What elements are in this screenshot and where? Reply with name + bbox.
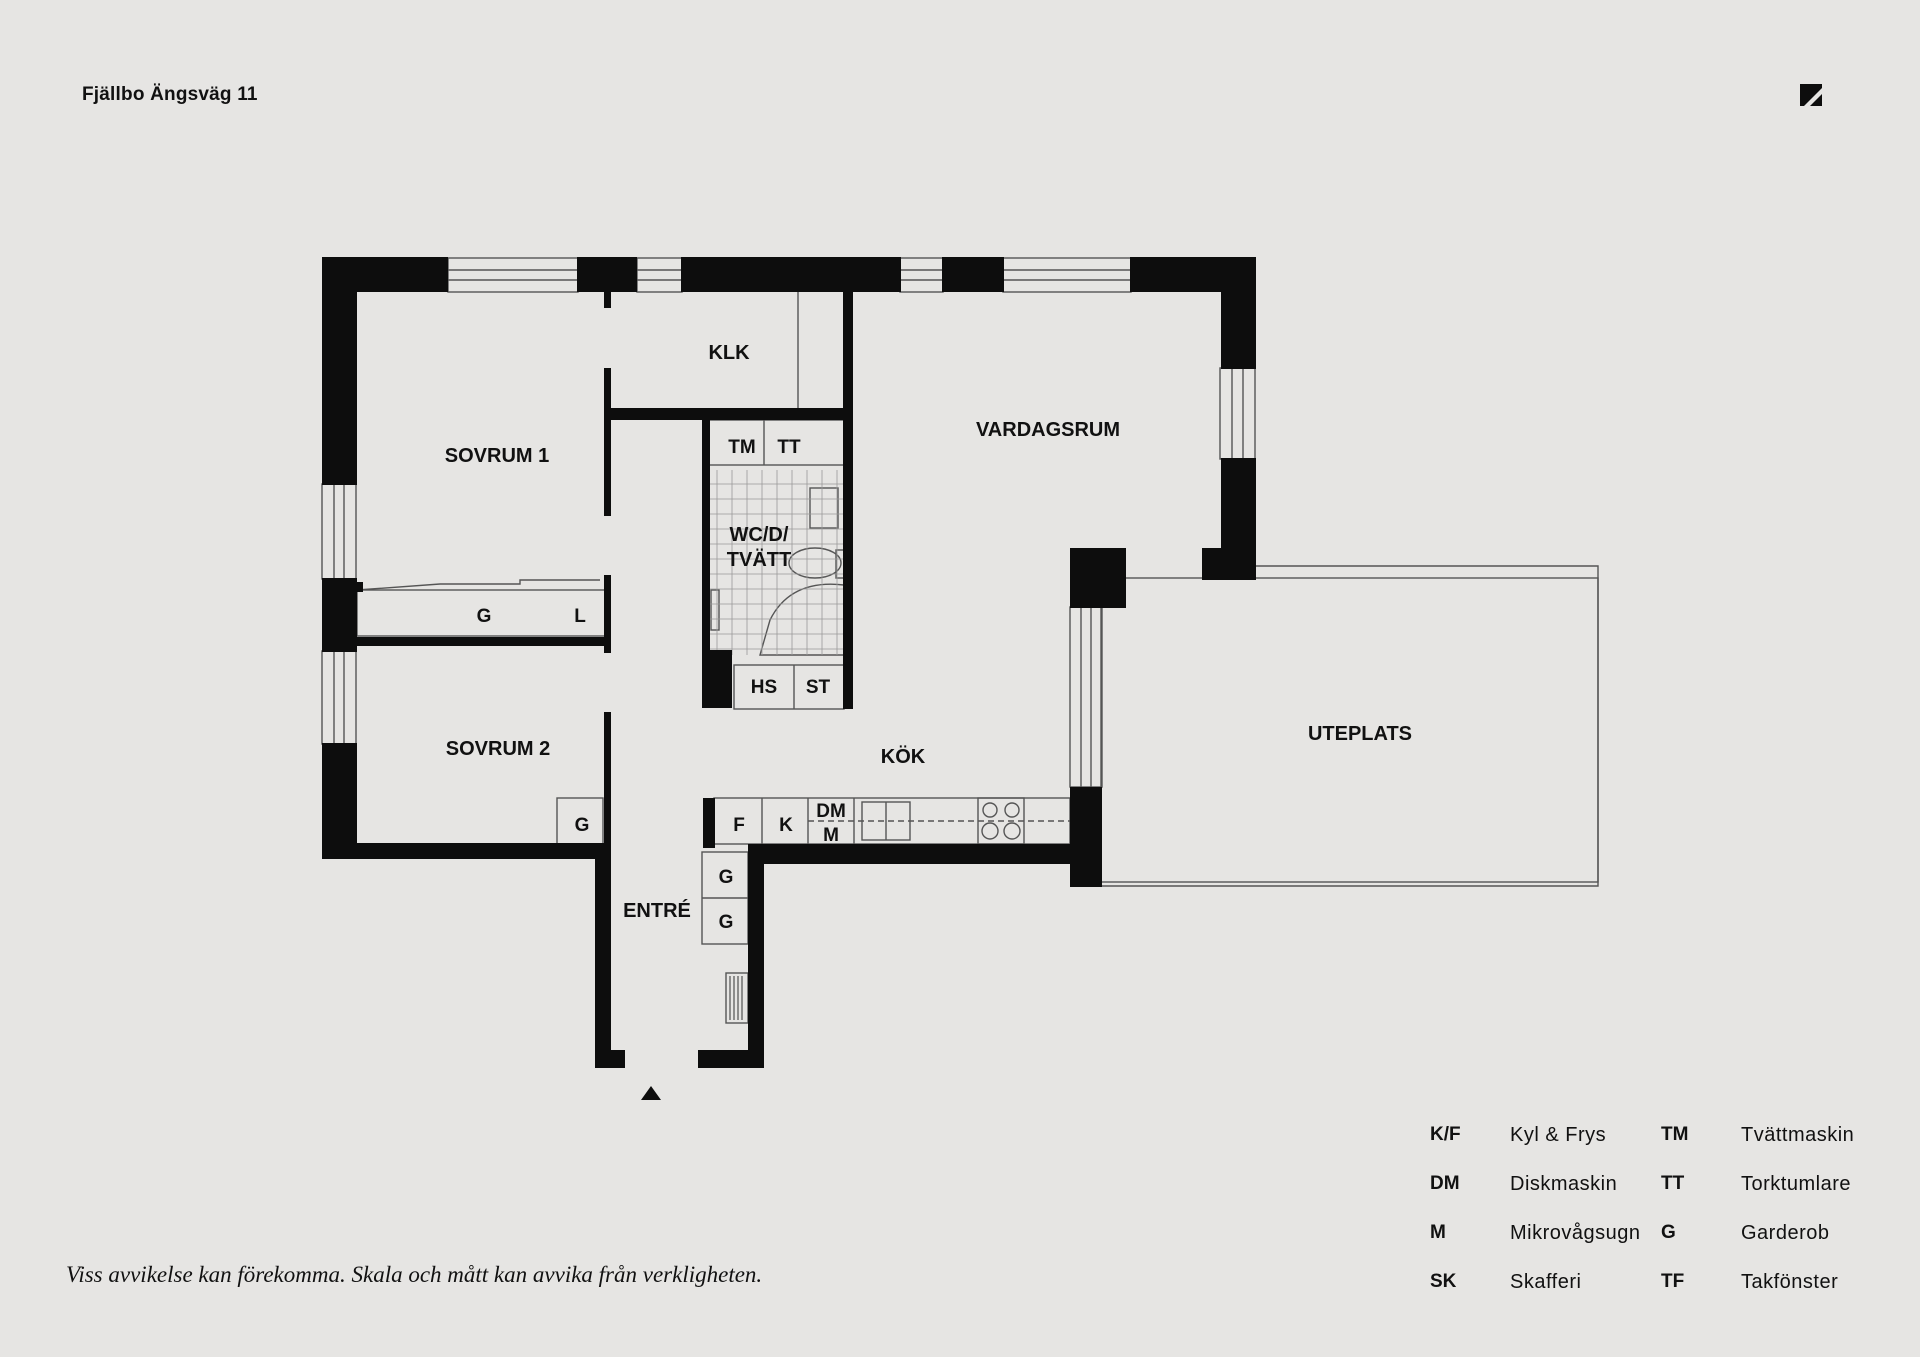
fixture-st: ST — [806, 677, 831, 698]
fixture-hs: HS — [751, 677, 777, 698]
legend-name: Kyl & Frys — [1510, 1124, 1607, 1146]
disclaimer: Viss avvikelse kan förekomma. Skala och … — [66, 1262, 763, 1287]
room-uteplats: UTEPLATS — [1308, 723, 1412, 745]
legend-name: Torktumlare — [1741, 1173, 1851, 1195]
legend-abbr: DM — [1430, 1173, 1460, 1194]
fixture-g-entre-1: G — [719, 867, 734, 888]
legend-name: Takfönster — [1741, 1271, 1839, 1293]
legend-abbr: G — [1661, 1222, 1676, 1243]
legend-name: Skafferi — [1510, 1271, 1582, 1293]
legend-abbr: K/F — [1430, 1124, 1461, 1145]
room-klk: KLK — [708, 342, 750, 364]
room-wc-line1: WC/D/ — [730, 524, 789, 546]
fixture-k: K — [779, 815, 793, 836]
room-entre: ENTRÉ — [623, 899, 691, 922]
legend-abbr: SK — [1430, 1271, 1457, 1292]
fixture-tt: TT — [777, 437, 801, 458]
legend-name: Mikrovågsugn — [1510, 1222, 1641, 1244]
address-title: Fjällbo Ängsväg 11 — [82, 84, 258, 105]
legend-abbr: TF — [1661, 1271, 1685, 1292]
fixture-l: L — [574, 606, 586, 627]
fixture-tm: TM — [728, 437, 755, 458]
legend-name: Tvättmaskin — [1741, 1124, 1855, 1146]
fixture-dm: DM — [816, 801, 846, 822]
fixture-m: M — [823, 825, 839, 846]
room-sovrum-2: SOVRUM 2 — [446, 738, 550, 760]
legend-abbr: M — [1430, 1222, 1446, 1243]
room-wc-line2: TVÄTT — [727, 548, 791, 571]
fixture-f: F — [733, 815, 745, 836]
legend-abbr: TM — [1661, 1124, 1689, 1145]
legend-name: Diskmaskin — [1510, 1173, 1618, 1195]
entrance-arrow-icon — [641, 1086, 661, 1100]
brand-logo-icon — [1800, 84, 1822, 106]
legend-abbr: TT — [1661, 1173, 1685, 1194]
legend-name: Garderob — [1741, 1222, 1830, 1244]
fixture-g-sovrum2: G — [575, 815, 590, 836]
room-kok: KÖK — [881, 745, 926, 768]
fixture-g-entre-2: G — [719, 912, 734, 933]
fixture-g-sovrum1: G — [477, 606, 492, 627]
room-vardagsrum: VARDAGSRUM — [976, 419, 1120, 441]
room-sovrum-1: SOVRUM 1 — [445, 445, 549, 467]
